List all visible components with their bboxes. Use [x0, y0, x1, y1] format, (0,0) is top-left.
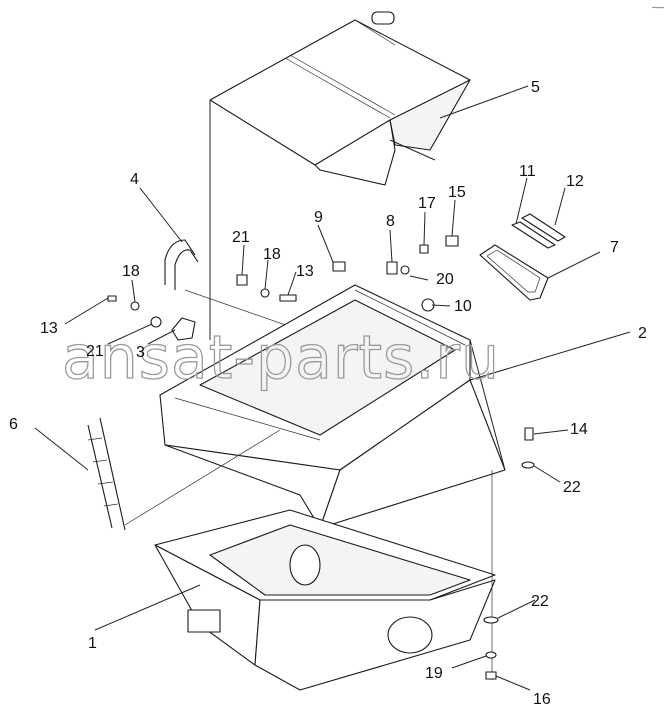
callout-3: 3	[136, 344, 145, 361]
callout-13b: 13	[296, 263, 314, 280]
base-part-1	[154, 509, 496, 691]
ladder-part-6	[87, 417, 281, 531]
callout-8: 8	[386, 213, 395, 230]
callout-21a: 21	[86, 343, 104, 360]
leader-lines	[34, 85, 631, 691]
callout-4: 4	[130, 171, 139, 188]
cover-plate-part-7	[479, 244, 549, 301]
callout-10: 10	[454, 298, 472, 315]
callout-20: 20	[436, 271, 454, 288]
callout-12: 12	[566, 173, 584, 190]
callout-labels: 1 2 3 4 5 6 7 8 9 10 11 12 13 13 14 15 1…	[9, 79, 647, 708]
callout-2: 2	[638, 325, 647, 342]
fasteners-right	[483, 427, 535, 680]
lid-part-5	[209, 11, 471, 340]
callout-22a: 22	[563, 479, 581, 496]
callout-17: 17	[418, 195, 436, 212]
callout-11: 11	[519, 163, 536, 180]
callout-18b: 18	[263, 246, 281, 263]
callout-6: 6	[9, 416, 18, 433]
callout-22b: 22	[531, 593, 549, 610]
callout-21b: 21	[232, 229, 250, 246]
callout-9: 9	[314, 209, 323, 226]
seal-strips-part-11-12	[511, 213, 566, 249]
callout-7: 7	[610, 239, 619, 256]
callout-14: 14	[570, 421, 588, 438]
handle-part-4	[164, 239, 301, 331]
callout-18a: 18	[122, 263, 140, 280]
callout-5: 5	[531, 79, 540, 96]
callout-15: 15	[448, 184, 466, 201]
callout-19: 19	[425, 665, 443, 682]
callout-1: 1	[88, 635, 97, 652]
callout-16: 16	[533, 691, 551, 708]
corner-mark: -—	[652, 2, 664, 12]
watermark-text: ansat-parts.ru	[62, 323, 500, 393]
callout-13a: 13	[40, 320, 58, 337]
hopper-body-part-2	[159, 284, 506, 529]
